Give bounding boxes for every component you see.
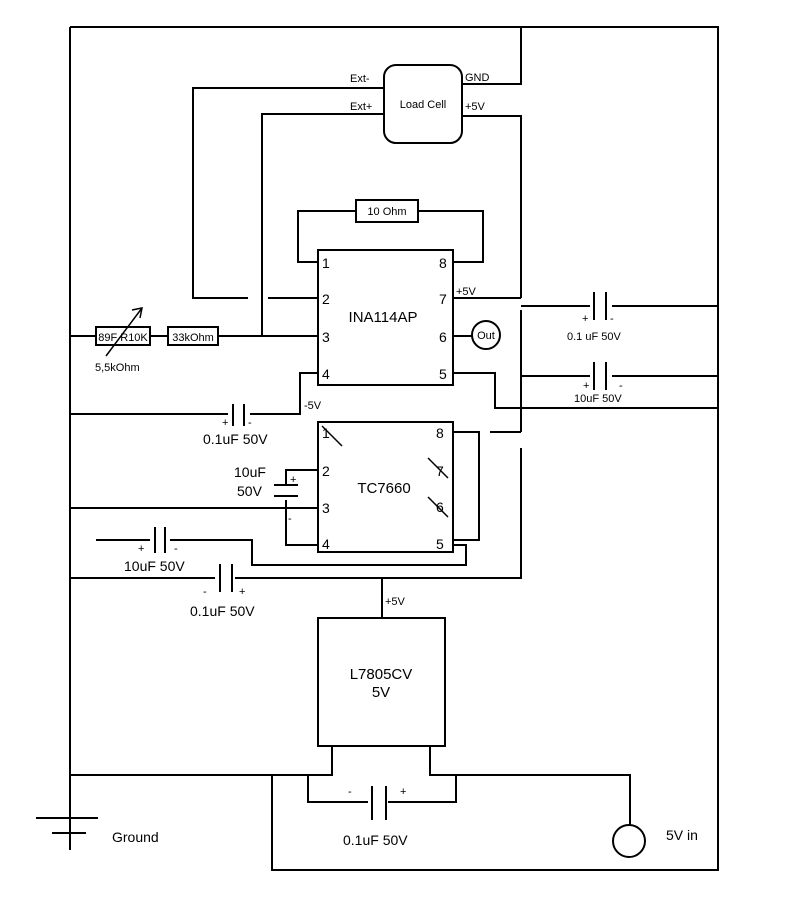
cap-reg-in-plus: + [239,586,245,598]
cap-tc-minus: - [288,513,292,525]
cap-ina-7-label: 0.1 uF 50V [567,331,621,343]
tc-pin-6: 6 [436,499,444,515]
cap-ina-7-plus: + [582,313,588,325]
ina-pin-1: 1 [322,255,330,271]
out-terminal: Out [453,320,501,350]
tc-pin-1: 1 [322,425,330,441]
gain-resistor: 10 Ohm [355,199,419,223]
cap-tc-out: + - 10uF 50V [124,527,185,574]
cap-tc: + - 10uF 50V [234,464,298,525]
ina-pin-2: 2 [322,291,330,307]
ext-plus-label: Ext+ [350,101,372,113]
ina-pin-4: 4 [322,366,330,382]
wires [36,26,719,871]
pot-label: 89F R10K [98,332,148,344]
ina-pin-3: 3 [322,329,330,345]
ina-pin-6: 6 [439,329,447,345]
cap-reg-bottom-label: 0.1uF 50V [343,832,408,848]
cap-ina-5-label: 10uF 50V [574,393,622,405]
cap-neg-minus: - [248,417,252,429]
power-input-terminal: 5V in [612,824,698,858]
cap-reg-in-minus: - [203,586,207,598]
ground-symbol: Ground [112,829,159,845]
cap-reg-in: - + 0.1uF 50V [190,564,255,619]
l7805-voltage-label: 5V [372,684,390,701]
tc-pin-2: 2 [322,463,330,479]
ext-minus-label: Ext- [350,73,370,85]
l7805-vout-label: +5V [385,596,406,608]
ina-pin-5: 5 [439,366,447,382]
potentiometer: 89F R10K 5,5kOhm [95,307,151,374]
cap-tc-out-minus: - [174,543,178,555]
load-cell-label: Load Cell [400,99,446,111]
cap-tc-out-plus: + [138,543,144,555]
resistor-33k-label: 33kOhm [172,332,214,344]
cap-reg-in-label: 0.1uF 50V [190,603,255,619]
ground-label: Ground [112,829,159,845]
gain-resistor-label: 10 Ohm [367,206,406,218]
cap-tc-out-label: 10uF 50V [124,558,185,574]
cap-ina-5-plus: + [583,380,589,392]
load-cell-vplus-label: +5V [465,101,486,113]
cap-reg-bottom: - + 0.1uF 50V [343,786,408,848]
tc7660-label: TC7660 [357,480,410,497]
ina-vplus-label: +5V [456,286,477,298]
tc-pin-3: 3 [322,500,330,516]
tc-pin-4: 4 [322,536,330,552]
tc7660-chip: TC7660 1 2 3 4 8 7 6 5 [317,421,454,553]
resistor-33k: 33kOhm [167,326,219,346]
out-label: Out [477,330,495,342]
cap-ina-5: + - 10uF 50V [574,362,623,405]
l7805-label: L7805CV [350,666,413,683]
l7805-regulator: +5V L7805CV 5V [317,596,446,747]
load-cell: Load Cell Ext- Ext+ GND +5V [350,64,490,144]
ina114-label: INA114AP [349,309,418,326]
tc-pin-5: 5 [436,536,444,552]
cap-tc-value: 10uF [234,464,266,480]
cap-reg-bottom-minus: - [348,786,352,798]
ina-vminus-label: -5V [304,400,322,412]
power-in-label: 5V in [666,827,698,843]
cap-ina-7-minus: - [610,313,614,325]
cap-neg-label: 0.1uF 50V [203,431,268,447]
ina114-chip: INA114AP 1 2 3 4 8 7 6 5 +5V -5V [304,249,477,412]
gnd-label: GND [465,72,490,84]
cap-ina-5-minus: - [619,380,623,392]
pot-value-label: 5,5kOhm [95,362,140,374]
ina-pin-7: 7 [439,291,447,307]
cap-tc-rating: 50V [237,483,263,499]
ina-pin-8: 8 [439,255,447,271]
cap-tc-plus: + [290,474,296,486]
tc-pin-8: 8 [436,425,444,441]
cap-neg-plus: + [222,417,228,429]
cap-reg-bottom-plus: + [400,786,406,798]
cap-ina-7: + - 0.1 uF 50V [567,292,621,343]
cap-neg: + - 0.1uF 50V [203,404,268,447]
